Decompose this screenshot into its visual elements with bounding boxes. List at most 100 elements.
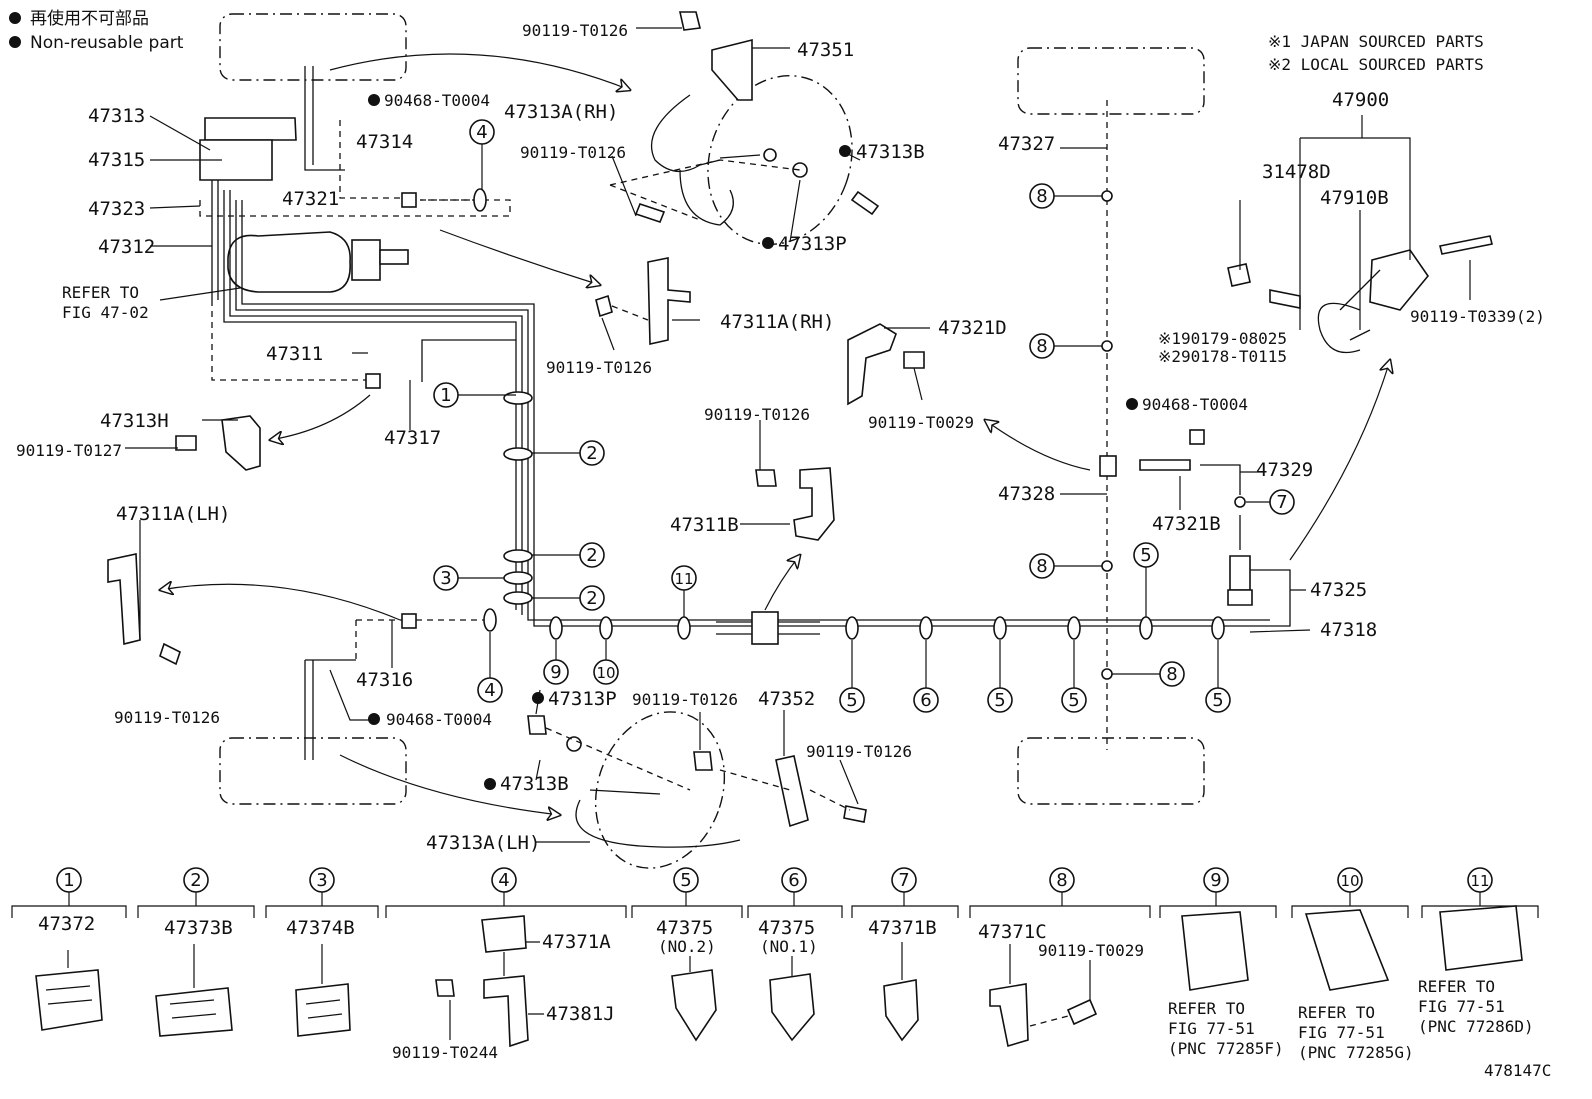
mid-hidden — [611, 305, 649, 321]
table-no1: (NO.1) — [760, 937, 818, 956]
clip-47371c-drawing — [989, 983, 1029, 1048]
callout-8: 8 — [1036, 186, 1047, 207]
clip-47373b-drawing — [155, 987, 233, 1037]
table-fig-9: FIG 77-51 — [1168, 1019, 1255, 1038]
table-t0029: 90119-T0029 — [1038, 941, 1144, 960]
label-t0004-top: 90468-T0004 — [384, 91, 490, 110]
label-t0126-lh: 90119-T0126 — [114, 708, 220, 727]
label-47313p-top: 47313P — [778, 233, 847, 255]
callout-3: 3 — [440, 568, 451, 589]
table-callout-1: 1 — [63, 870, 74, 891]
clip-47375-no2-drawing — [671, 969, 717, 1042]
label-47312: 47312 — [98, 236, 155, 258]
spring-31478d — [1317, 302, 1361, 354]
sensor-47900 — [1369, 249, 1430, 311]
bolt-t0126-rh — [634, 203, 666, 223]
table-47374b: 47374B — [286, 917, 355, 939]
callout-7: 7 — [1276, 492, 1287, 513]
bolt-t0126-lh — [159, 642, 181, 666]
callout-circles: 1 2 2 2 3 4 4 5 5 5 5 5 6 7 8 8 8 8 9 10… — [433, 119, 1295, 713]
note-local-sourced: ※2 LOCAL SOURCED PARTS — [1268, 55, 1484, 74]
table-47371b: 47371B — [868, 917, 937, 939]
bracket-47321d — [847, 323, 897, 406]
label-47311b: 47311B — [670, 514, 739, 536]
table-fig-11: FIG 77-51 — [1418, 997, 1505, 1016]
table-refer-10: REFER TO — [1298, 1003, 1375, 1022]
label-47329: 47329 — [1256, 459, 1313, 481]
union-47328 — [1099, 455, 1117, 477]
table-pnc-11: (PNC 77286D) — [1418, 1017, 1534, 1036]
table-callout-3: 3 — [316, 870, 327, 891]
arrow-to-47313h — [270, 394, 371, 440]
table-pnc-10: (PNC 77285G) — [1298, 1043, 1414, 1062]
clip-ref-11-drawing — [1439, 905, 1523, 971]
label-47351: 47351 — [797, 39, 854, 61]
table-47371a: 47371A — [542, 931, 611, 953]
callout-11: 11 — [674, 570, 693, 588]
table-t0244: 90119-T0244 — [392, 1043, 498, 1062]
arrow-to-47313a-lh — [339, 754, 560, 815]
non-reusable-dot-icon — [9, 36, 21, 48]
callout-5: 5 — [994, 690, 1005, 711]
table-no2: (NO.2) — [658, 937, 716, 956]
bolt-t0126-mid — [595, 294, 613, 318]
label-47313b-top: 47313B — [856, 141, 925, 163]
bolt-t0339 — [1439, 235, 1493, 255]
bracket-47311b — [793, 467, 835, 541]
label-t0004-bot: 90468-T0004 — [386, 710, 492, 729]
arrow-to-47311a-lh — [160, 584, 401, 621]
label-47321d: 47321D — [938, 317, 1007, 339]
hose-47313a-rh — [650, 94, 721, 172]
label-47314: 47314 — [356, 131, 413, 153]
table-refer-11: REFER TO — [1418, 977, 1495, 996]
table-47371c: 47371C — [978, 921, 1047, 943]
bracket-47352 — [775, 755, 809, 828]
hose-rh-fitting — [719, 154, 761, 159]
label-47317: 47317 — [384, 427, 441, 449]
label-47313a-lh: 47313A(LH) — [426, 832, 540, 854]
bracket-47351 — [711, 38, 753, 101]
callout-5: 5 — [1140, 545, 1151, 566]
bolt-290178 — [1269, 289, 1301, 309]
pipe-47318-end — [1250, 569, 1291, 627]
clip-t0004-right — [1189, 429, 1205, 445]
part-labels: 47351 90119-T0126 90468-T0004 47313 4731… — [16, 21, 1551, 1080]
bolt-t0126-bot2 — [843, 805, 867, 823]
label-47313: 47313 — [88, 105, 145, 127]
leader-lines — [125, 27, 1471, 843]
table-callout-11: 11 — [1470, 872, 1489, 890]
label-47313a-rh: 47313A(RH) — [504, 101, 618, 123]
pipe-47317 — [421, 339, 516, 382]
non-reusable-dot-icon — [9, 12, 21, 24]
table-refer-9: REFER TO — [1168, 999, 1245, 1018]
label-47352: 47352 — [758, 688, 815, 710]
callout-2: 2 — [586, 443, 597, 464]
label-47321: 47321 — [282, 188, 339, 210]
label-t0004-right: 90468-T0004 — [1142, 395, 1248, 414]
bolt-t0127 — [175, 435, 197, 451]
callout-1: 1 — [440, 385, 451, 406]
label-47313p-bot: 47313P — [548, 688, 617, 710]
union-fitting-lh — [401, 613, 417, 629]
callout-5: 5 — [1212, 690, 1223, 711]
label-290178: ※290178-T0115 — [1158, 347, 1287, 366]
label-47327: 47327 — [998, 133, 1055, 155]
bolt-t0126-top — [679, 11, 701, 31]
brake-pipe-bundle — [211, 180, 1270, 627]
clip-47371b-drawing — [883, 979, 919, 1042]
clip-ref-9-drawing — [1181, 911, 1249, 991]
note-japan-sourced: ※1 JAPAN SOURCED PARTS — [1268, 32, 1484, 51]
pipe-rear-lower — [304, 659, 356, 760]
right-upper-area-outline — [1017, 47, 1205, 115]
pipe-47314-hidden — [339, 120, 470, 201]
callout-2: 2 — [586, 545, 597, 566]
table-fig-10: FIG 77-51 — [1298, 1023, 1385, 1042]
leader-47900 — [1299, 115, 1411, 330]
table-pnc-9: (PNC 77285F) — [1168, 1039, 1284, 1058]
table-47381j: 47381J — [546, 1003, 615, 1025]
pipe-clip-center — [751, 611, 779, 645]
pipe-47316-hidden — [355, 619, 486, 660]
table-callout-2: 2 — [190, 870, 201, 891]
